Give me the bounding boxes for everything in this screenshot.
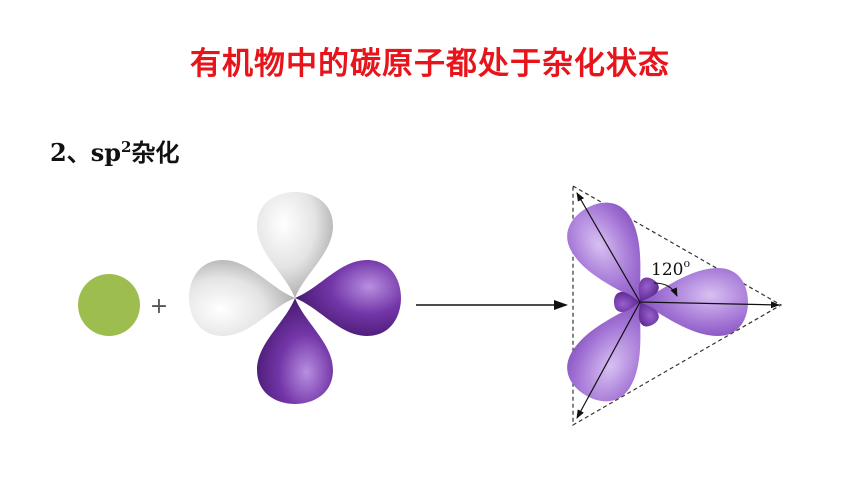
angle-arc bbox=[653, 282, 678, 297]
back-lobe-left bbox=[614, 292, 640, 312]
hybrid-lobe-right bbox=[640, 268, 748, 336]
angle-label: 120o bbox=[651, 257, 690, 280]
section-prefix: sp bbox=[90, 138, 121, 167]
plus-sign: + bbox=[150, 294, 168, 319]
trigonal-triangle-outline bbox=[572, 184, 783, 427]
s-orbital-sphere bbox=[78, 274, 140, 336]
axis-line-upper-left bbox=[576, 192, 641, 303]
axis-line-lower-left bbox=[576, 301, 641, 419]
hybrid-lobe-lower-left bbox=[567, 302, 641, 402]
hybrid-lobe-upper-left bbox=[567, 202, 641, 302]
p-lobe-bottom-purple bbox=[257, 298, 333, 404]
p-orbital-group bbox=[189, 192, 401, 404]
angle-degree-symbol: o bbox=[683, 257, 690, 270]
section-heading: 2、sp2杂化 bbox=[50, 133, 179, 168]
p-lobe-right-purple bbox=[295, 260, 401, 336]
section-superscript: 2 bbox=[121, 138, 132, 156]
p-lobe-top-white bbox=[257, 192, 333, 298]
angle-value: 120 bbox=[651, 260, 683, 280]
section-suffix: 杂化 bbox=[131, 138, 180, 167]
sp2-orbital-group: 120o bbox=[567, 184, 783, 427]
section-number: 2、 bbox=[50, 138, 91, 167]
p-lobe-left-white bbox=[189, 260, 295, 336]
back-lobe-upper bbox=[638, 277, 659, 302]
back-lobe-lower bbox=[638, 302, 659, 327]
axis-line-right bbox=[639, 301, 780, 309]
page-title: 有机物中的碳原子都处于杂化状态 bbox=[190, 46, 670, 82]
